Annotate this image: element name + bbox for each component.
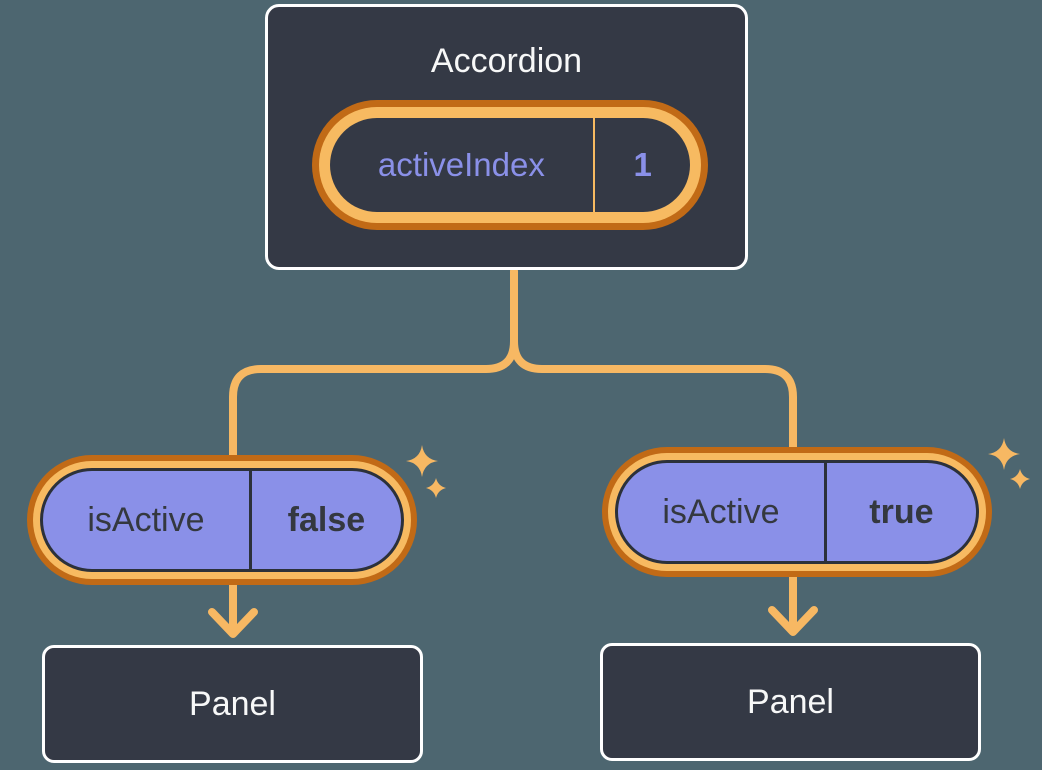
accordion-title: Accordion <box>430 42 583 80</box>
is-active-state-pill-left: isActive false <box>27 455 417 585</box>
is-active-state-pill-right: isActive true <box>602 447 992 577</box>
state-name-label: activeIndex <box>377 146 545 183</box>
sparkle-icon <box>988 438 1020 470</box>
panel-box-left: Panel <box>42 645 423 763</box>
sparkle-icon <box>426 478 446 498</box>
pill-core: isActive true <box>615 460 979 564</box>
state-value-label: 1 <box>633 146 652 183</box>
pill-ring: isActive true <box>608 453 986 571</box>
connector-branch-right <box>510 337 797 632</box>
state-value-label: true <box>869 492 934 531</box>
pill-divider <box>248 471 252 569</box>
connector-branch-left <box>229 337 518 634</box>
panel-title: Panel <box>747 682 834 721</box>
arrowhead-right <box>768 606 818 636</box>
pill-divider <box>592 118 596 212</box>
arrowhead-left <box>208 608 258 638</box>
state-name-label: isActive <box>662 492 780 531</box>
panel-box-right: Panel <box>600 643 981 761</box>
pill-ring: activeIndex 1 <box>319 107 701 223</box>
active-index-state-pill: activeIndex 1 <box>312 100 708 230</box>
panel-title: Panel <box>189 684 276 723</box>
pill-divider <box>823 463 827 561</box>
pill-core: isActive false <box>40 468 404 572</box>
sparkle-icon <box>406 445 438 477</box>
pill-core: activeIndex 1 <box>330 118 690 212</box>
sparkle-icon <box>1010 469 1030 489</box>
pill-ring: isActive false <box>33 461 411 579</box>
state-value-label: false <box>287 500 366 539</box>
state-name-label: isActive <box>87 500 205 539</box>
